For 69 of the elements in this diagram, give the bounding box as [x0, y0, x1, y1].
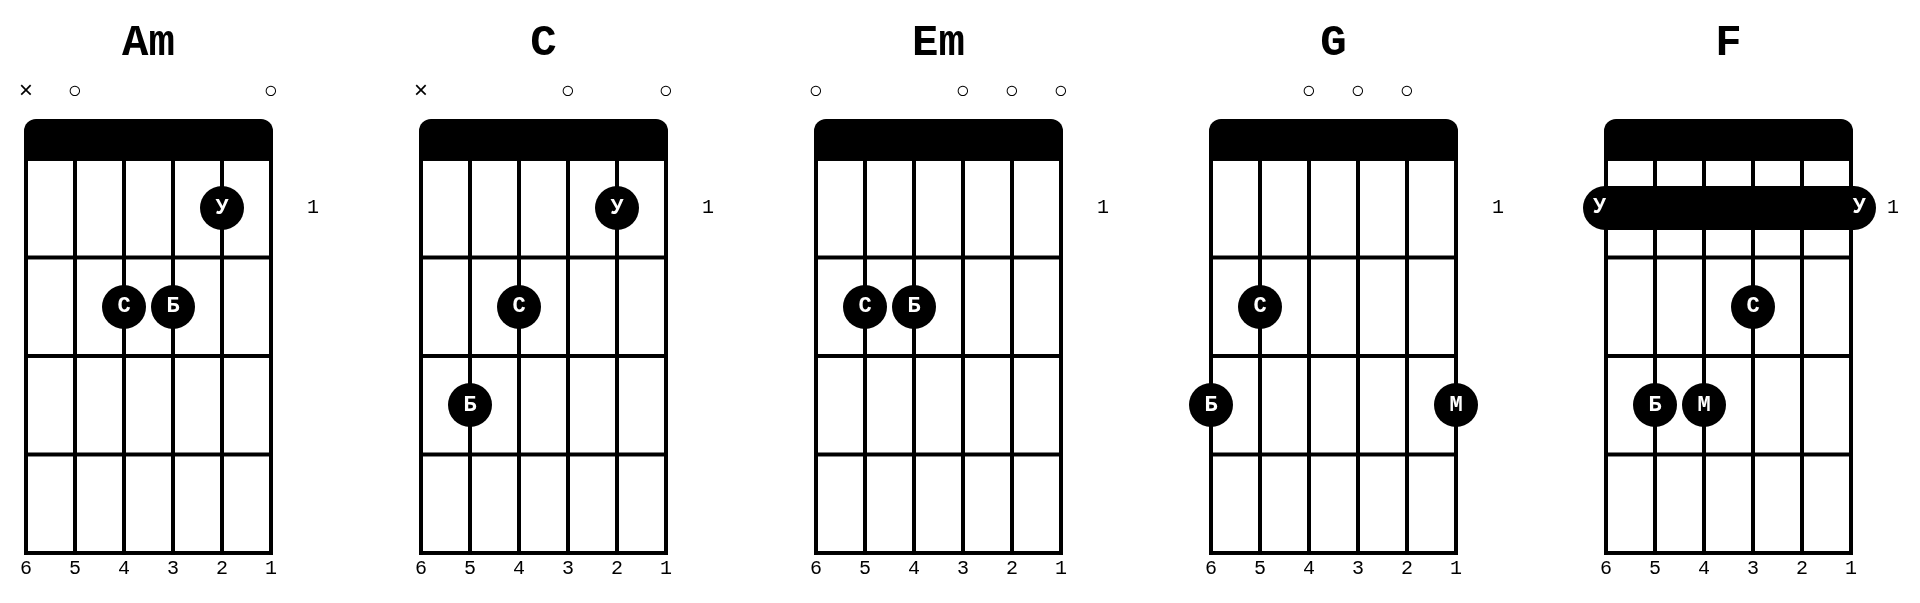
string-marker: ○: [1053, 81, 1069, 103]
finger-label: У: [1593, 194, 1607, 223]
string-number: 3: [167, 558, 179, 580]
string-number: 2: [611, 558, 623, 580]
string-number: 5: [859, 558, 871, 580]
finger-dot: С: [1238, 284, 1282, 329]
chord-name: Am: [122, 19, 175, 67]
string-number: 3: [1747, 558, 1759, 580]
string-number: 5: [1649, 558, 1661, 580]
string-number: 5: [464, 558, 476, 580]
fret-number: 1: [1887, 197, 1899, 220]
string-number: 3: [957, 558, 969, 580]
finger-dot: С: [1731, 284, 1775, 329]
string-number: 3: [562, 558, 574, 580]
string-number: 3: [1352, 558, 1364, 580]
string-number: 1: [660, 558, 672, 580]
string-number: 6: [1205, 558, 1217, 580]
string-number: 1: [265, 558, 277, 580]
chord-name: F: [1715, 19, 1742, 67]
string-marker: ○: [1004, 81, 1020, 103]
string-number: 6: [810, 558, 822, 580]
finger-dot: Б: [1189, 383, 1233, 428]
chord-name: G: [1320, 19, 1347, 67]
finger-dot: Б: [151, 284, 195, 329]
string-marker: ○: [67, 81, 83, 103]
string-number: 5: [1254, 558, 1266, 580]
string-marker: ×: [413, 81, 429, 103]
string-marker: ○: [1301, 81, 1317, 103]
finger-dot: Б: [892, 284, 936, 329]
string-number: 4: [118, 558, 130, 580]
finger-dot: Б: [448, 383, 492, 428]
finger-dot: С: [843, 284, 887, 329]
string-number: 6: [1600, 558, 1612, 580]
chord-name: C: [530, 19, 557, 67]
string-marker: ○: [808, 81, 824, 103]
finger-dot: М: [1434, 383, 1478, 428]
fret-number: 1: [307, 197, 319, 220]
string-number: 4: [1303, 558, 1315, 580]
finger-dot: Б: [1633, 383, 1677, 428]
finger-dot: У: [595, 186, 639, 231]
string-marker: ○: [658, 81, 674, 103]
finger-dot: С: [102, 284, 146, 329]
finger-dot: У: [200, 186, 244, 231]
string-marker: ○: [1399, 81, 1415, 103]
string-number: 1: [1450, 558, 1462, 580]
string-number: 4: [1698, 558, 1710, 580]
string-number: 2: [1796, 558, 1808, 580]
string-number: 6: [20, 558, 32, 580]
string-number: 6: [415, 558, 427, 580]
string-number: 5: [69, 558, 81, 580]
fret-number: 1: [702, 197, 714, 220]
string-marker: ○: [560, 81, 576, 103]
finger-label: У: [1852, 194, 1866, 223]
string-marker: ×: [18, 81, 34, 103]
fret-number: 1: [1097, 197, 1109, 220]
string-number: 4: [908, 558, 920, 580]
string-number: 2: [1006, 558, 1018, 580]
string-number: 2: [1401, 558, 1413, 580]
finger-dot: С: [497, 284, 541, 329]
string-number: 4: [513, 558, 525, 580]
chord-name: Em: [912, 19, 965, 67]
string-number: 2: [216, 558, 228, 580]
string-marker: ○: [955, 81, 971, 103]
string-number: 1: [1055, 558, 1067, 580]
string-marker: ○: [1350, 81, 1366, 103]
fret-number: 1: [1492, 197, 1504, 220]
string-marker: ○: [263, 81, 279, 103]
finger-dot: М: [1682, 383, 1726, 428]
string-number: 1: [1845, 558, 1857, 580]
